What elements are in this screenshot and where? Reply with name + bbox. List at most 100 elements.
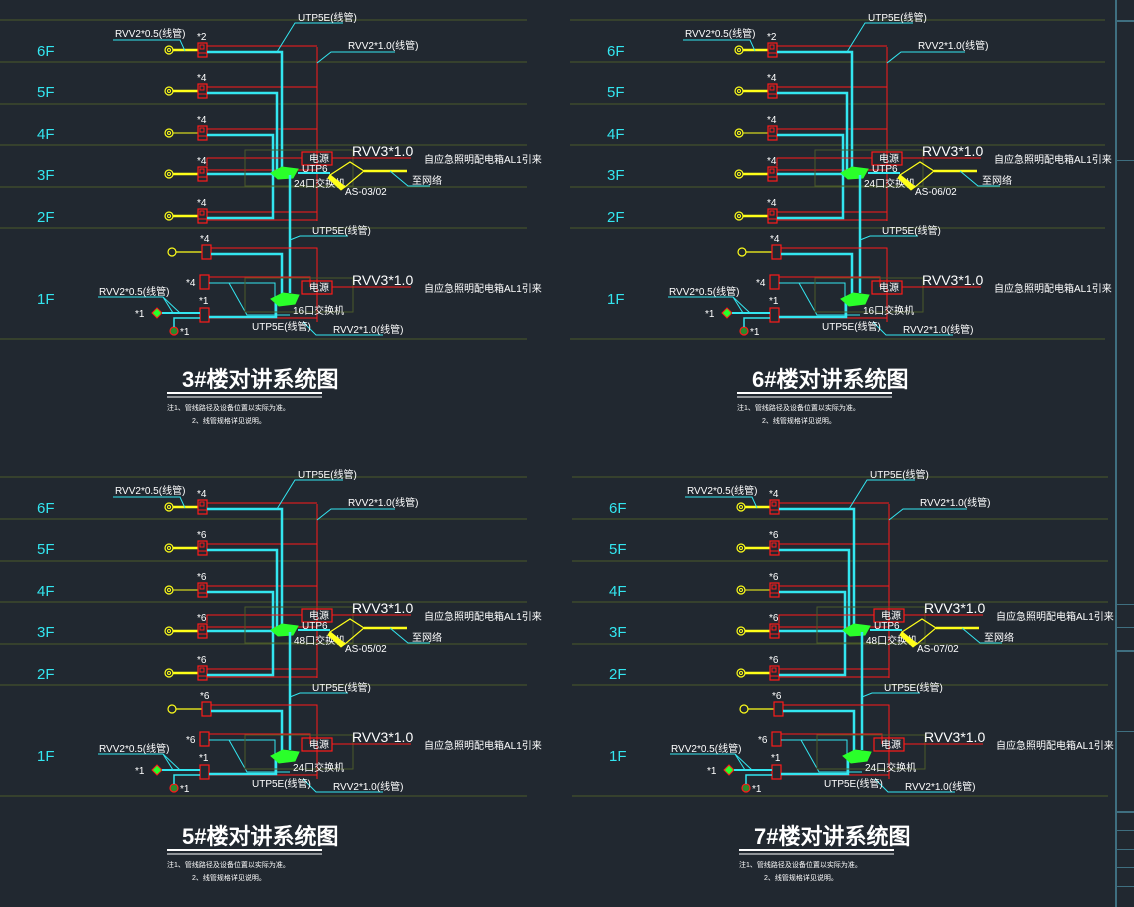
intercom-device-inner xyxy=(771,542,777,548)
note-line-1: 注1、管线路径及设备位置以实际为准。 xyxy=(167,860,290,869)
network-riser-line xyxy=(777,50,854,175)
cable-label-utp5e-bottom: UTP5E(线管) xyxy=(824,777,883,790)
intercom-device-box xyxy=(769,540,780,556)
uplink-label: UTP6 xyxy=(302,164,328,175)
network-branch-line xyxy=(207,175,275,220)
note-line-1: 注1、管线路径及设备位置以实际为准。 xyxy=(167,403,290,412)
floor-label-4f: 4F xyxy=(37,126,55,143)
cable-label-rvv2-1f: RVV2*0.5(线管) xyxy=(99,285,169,298)
device-count-label: *6 xyxy=(197,613,207,624)
leader-line xyxy=(316,508,395,521)
intercom-device-inner xyxy=(199,85,205,91)
floor-label-5f: 5F xyxy=(607,84,625,101)
leader-line xyxy=(959,170,1000,187)
right-toolbar-strip[interactable] xyxy=(1115,0,1134,907)
door-station-icon-core xyxy=(739,671,743,675)
floor-label-4f: 4F xyxy=(37,583,55,600)
network-branch-line xyxy=(779,282,846,318)
power-branch-line xyxy=(209,733,311,744)
note-line-2: 2、线管规格详见说明。 xyxy=(192,873,266,882)
floor-label-2f: 2F xyxy=(37,666,55,683)
device-count-label-1f-a: *6 xyxy=(772,691,782,702)
power-branch-line xyxy=(776,157,872,166)
reader-count-label: *1 xyxy=(135,309,145,320)
intercom-device-box xyxy=(199,764,210,780)
exit-button-icon xyxy=(169,326,179,336)
device-count-label: *4 xyxy=(197,489,207,500)
device-count-label-1f-c: *1 xyxy=(199,753,209,764)
network-switch-icon xyxy=(270,623,299,637)
network-riser-line xyxy=(207,50,284,175)
door-station-icon xyxy=(164,585,174,595)
floor-label-3f: 3F xyxy=(37,624,55,641)
card-reader-icon xyxy=(151,307,163,319)
exit-cable-line xyxy=(173,317,200,327)
network-switch-icon xyxy=(840,292,870,307)
power-supply-label: 电源 xyxy=(881,609,901,622)
intercom-device-inner xyxy=(199,168,205,174)
floor-label-3f: 3F xyxy=(607,167,625,184)
device-count-label-1f-a: *4 xyxy=(770,234,780,245)
exit-count-label: *1 xyxy=(752,784,762,795)
ap-label: AS-06/02 xyxy=(915,187,957,198)
intercom-device-inner xyxy=(199,127,205,133)
intercom-panel-building-3: 6F5F4F3F2F1F*2*4*4*4*4UTP5E(线管)RVV2*1.0(… xyxy=(0,11,542,425)
switch-label-1f: 16口交换机 xyxy=(293,304,344,317)
exit-count-label: *1 xyxy=(180,784,190,795)
exit-cable-line xyxy=(745,774,772,784)
feed-label-1f: 自应急照明配电箱AL1引来 xyxy=(424,739,542,752)
equipment-frame xyxy=(244,277,354,313)
power-supply-label: 电源 xyxy=(309,152,329,165)
access-point-icon-side xyxy=(327,174,346,191)
network-branch-line xyxy=(779,548,851,632)
cable-label-rvv2-bottom: RVV2*1.0(线管) xyxy=(903,323,973,336)
network-branch-line xyxy=(211,252,284,295)
exit-button-icon xyxy=(169,783,179,793)
toolbar-divider xyxy=(1117,867,1134,868)
cable-label-utp5e-mid: UTP5E(线管) xyxy=(312,224,371,237)
device-count-label: *6 xyxy=(197,655,207,666)
exit-count-label: *1 xyxy=(180,327,190,338)
door-station-icon xyxy=(167,704,177,714)
door-station-icon xyxy=(164,626,174,636)
device-count-label: *6 xyxy=(769,530,779,541)
network-branch-line xyxy=(777,133,845,175)
leader-line xyxy=(872,321,953,336)
toolbar-divider xyxy=(1117,20,1134,22)
exit-cable-line xyxy=(173,774,200,784)
floor-label-1f: 1F xyxy=(607,291,625,308)
cable-label-utp5e-top: UTP5E(线管) xyxy=(298,11,357,24)
intercom-device-box xyxy=(197,499,208,515)
door-station-icon-core xyxy=(167,214,171,218)
intercom-device-box xyxy=(197,125,208,141)
network-riser-line xyxy=(207,507,284,632)
door-station-icon xyxy=(734,45,744,55)
door-station-icon-core xyxy=(737,131,741,135)
floor-label-6f: 6F xyxy=(609,500,627,517)
door-station-icon-core xyxy=(167,629,171,633)
intercom-device-box xyxy=(199,731,210,747)
intercom-device-box xyxy=(197,42,208,58)
cable-label-rvv3-3f: RVV3*1.0 xyxy=(924,600,985,616)
device-count-label: *4 xyxy=(769,489,779,500)
device-count-label: *4 xyxy=(767,115,777,126)
intercom-device-box xyxy=(197,83,208,99)
cable-label-rvv2-bottom: RVV2*1.0(线管) xyxy=(333,323,403,336)
feed-label-1f: 自应急照明配电箱AL1引来 xyxy=(994,282,1112,295)
floor-label-3f: 3F xyxy=(37,167,55,184)
leader-line xyxy=(846,22,913,53)
feed-label-3f: 自应急照明配电箱AL1引来 xyxy=(424,153,542,166)
note-line-2: 2、线管规格详见说明。 xyxy=(192,416,266,425)
equipment-frame xyxy=(816,734,926,770)
leader-line xyxy=(685,496,758,509)
door-station-icon xyxy=(734,211,744,221)
toolbar-divider xyxy=(1117,886,1134,887)
note-line-1: 注1、管线路径及设备位置以实际为准。 xyxy=(737,403,860,412)
leader-line xyxy=(389,627,430,644)
access-point-icon-side xyxy=(897,174,916,191)
door-station-icon xyxy=(164,211,174,221)
leader-line xyxy=(162,296,174,314)
intercom-device-box xyxy=(771,731,782,747)
door-station-icon xyxy=(736,585,746,595)
